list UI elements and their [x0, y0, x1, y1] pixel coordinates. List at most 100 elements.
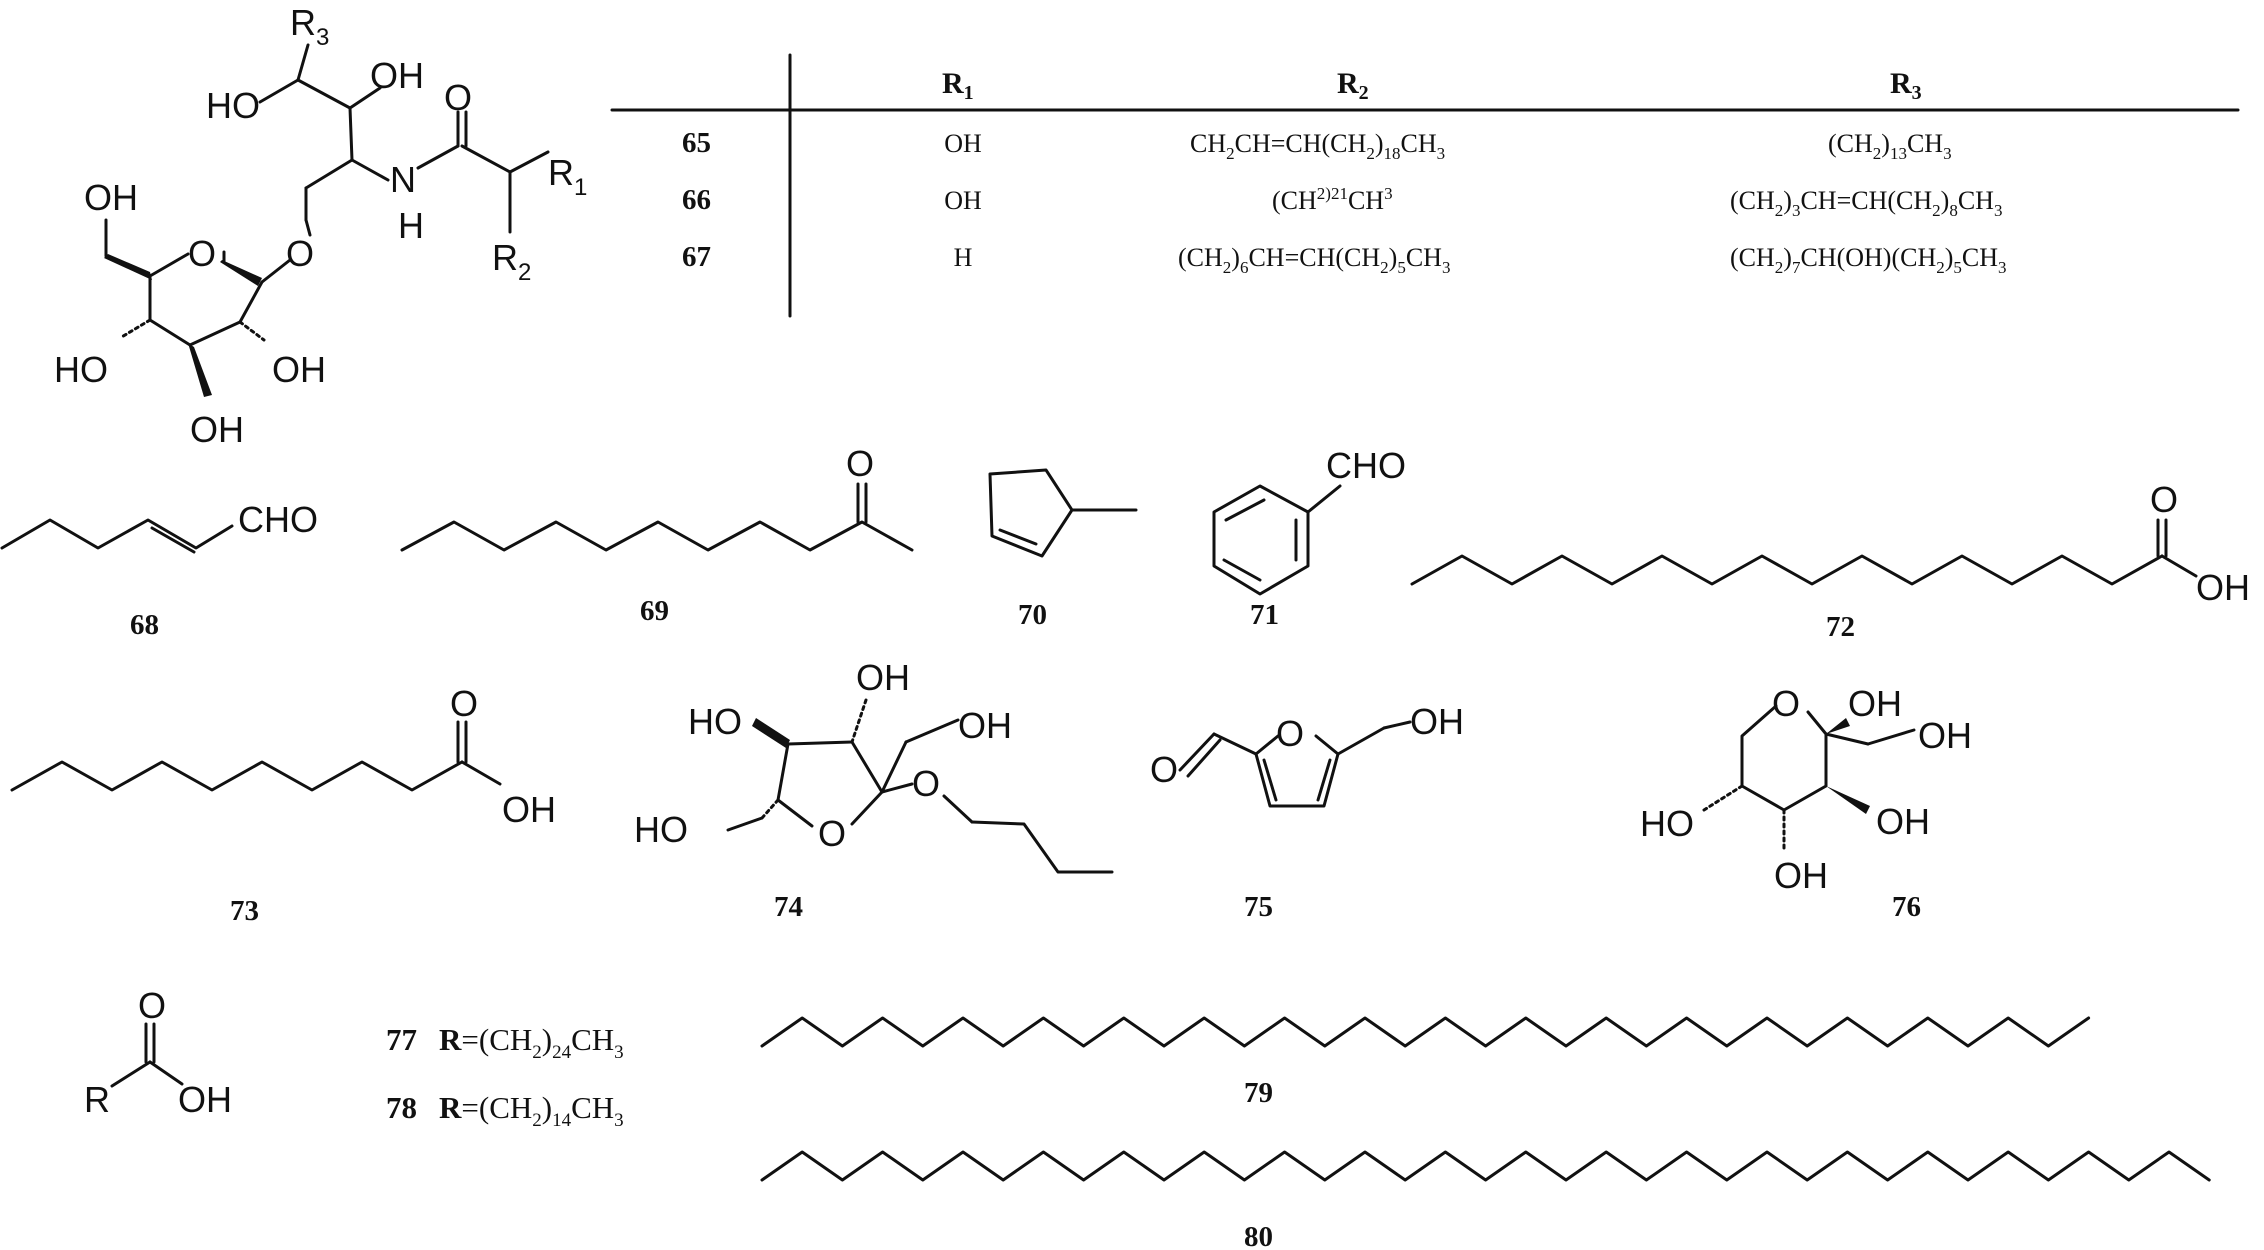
row-66-r3: (CH2)3CH=CH(CH2)8CH3	[1730, 186, 2002, 220]
bond	[880, 740, 908, 794]
compound-label-75: 75	[1244, 891, 1273, 923]
label-oh-top: OH	[1848, 683, 1902, 724]
bond	[148, 318, 192, 347]
row-65-id: 65	[682, 127, 711, 159]
bond-chain	[10, 760, 464, 792]
hashed-bond	[118, 318, 152, 340]
compound-70: 70	[988, 468, 1138, 631]
label-cho: CHO	[1326, 445, 1406, 486]
bond	[508, 150, 550, 174]
bond	[258, 78, 300, 104]
bond	[776, 742, 790, 802]
compound-75: O O OH 75	[1150, 701, 1464, 923]
bond	[1306, 484, 1342, 514]
label-h: H	[398, 205, 424, 246]
header-r3: R3	[1890, 67, 1922, 104]
bond-chain-80	[760, 1150, 2211, 1182]
compound-71: CHO 71	[1212, 445, 1406, 631]
double-bond	[150, 526, 196, 554]
aromatic-bond	[1222, 558, 1262, 582]
bond	[348, 106, 354, 162]
bond	[2160, 554, 2198, 578]
label-o: O	[450, 683, 478, 724]
bond	[148, 1060, 184, 1086]
double-bond	[1316, 758, 1332, 802]
bond	[904, 718, 960, 744]
bond	[350, 158, 390, 182]
bond	[1382, 720, 1412, 730]
bond	[1212, 732, 1258, 756]
cyclopentene-ring	[988, 468, 1074, 558]
label-ho: HO	[1640, 803, 1694, 844]
row-67-r1: H	[954, 243, 973, 272]
bond	[1178, 732, 1216, 772]
label-oh-ch2: OH	[958, 705, 1012, 746]
double-bond	[1186, 738, 1222, 778]
bond	[416, 144, 460, 170]
label-oh-top: OH	[370, 55, 424, 96]
wedge-bond	[104, 254, 152, 280]
label-oh: OH	[2196, 567, 2250, 608]
label-oh-right: OH	[272, 349, 326, 390]
wedge-bond	[1826, 718, 1850, 734]
row-67-r2: (CH2)6CH=CH(CH2)5CH3	[1178, 243, 1450, 277]
label-ho-bottom: HO	[634, 809, 688, 850]
double-bond	[998, 528, 1038, 546]
compound-label-73: 73	[230, 895, 259, 927]
compound-79: 79	[760, 1016, 2091, 1109]
label-o-carbonyl: O	[444, 77, 472, 118]
row-65-r2: CH2CH=CH(CH2)18CH3	[1190, 129, 1445, 163]
double-bond	[1262, 758, 1278, 802]
compound-80: 80	[760, 1150, 2211, 1250]
label-oh-right: OH	[1876, 801, 1930, 842]
bond	[1336, 726, 1386, 756]
compound-label-76: 76	[1892, 891, 1921, 923]
label-oh-ch2: OH	[1918, 715, 1972, 756]
row-66-r2: (CH2)21CH3	[1272, 184, 1393, 215]
row-66-r1: OH	[944, 186, 982, 215]
header-r1: R1	[942, 67, 974, 104]
compound-label-71: 71	[1250, 599, 1279, 631]
substituent-table: R1 R2 R3 65 OH CH2CH=CH(CH2)18CH3 (CH2)1…	[610, 53, 2240, 318]
bond-chain	[400, 520, 914, 552]
row-66-id: 66	[682, 184, 711, 216]
compound-label-70: 70	[1018, 599, 1047, 631]
compound-73: O OH 73	[10, 683, 556, 927]
label-r3: R3	[290, 2, 329, 51]
bond	[296, 43, 310, 82]
label-oh-ch2: OH	[84, 177, 138, 218]
bond	[188, 320, 242, 347]
label-oh-bottom: OH	[1774, 855, 1828, 896]
bond	[776, 798, 814, 828]
bond	[148, 252, 190, 278]
compound-label-80: 80	[1244, 1221, 1273, 1250]
wedge-bond	[752, 718, 790, 748]
bond	[850, 790, 884, 826]
bond	[110, 1060, 152, 1088]
label-o-ring: O	[1772, 683, 1800, 724]
bond	[460, 760, 502, 786]
label-r1: R1	[548, 152, 587, 201]
bond-chain-79	[760, 1016, 2091, 1048]
bond	[296, 78, 352, 110]
header-r2: R2	[1337, 67, 1369, 104]
label-ho-ring: HO	[54, 349, 108, 390]
label-ho: HO	[688, 701, 742, 742]
compound-label-68: 68	[130, 609, 159, 641]
bond	[942, 794, 974, 824]
label-ho-top: HO	[206, 85, 260, 126]
label-o-ring: O	[188, 233, 216, 274]
hashed-bond	[238, 320, 266, 342]
hashed-bond	[850, 698, 868, 744]
bond	[260, 258, 292, 284]
bond	[880, 782, 914, 794]
compound-label-72: 72	[1826, 611, 1855, 643]
bond	[348, 86, 382, 110]
label-o-aldehyde: O	[1150, 749, 1178, 790]
label-r2: R2	[492, 237, 531, 286]
main-structure-65-67: R3 HO OH N H O R1 R2 O O OH HO	[54, 2, 587, 450]
